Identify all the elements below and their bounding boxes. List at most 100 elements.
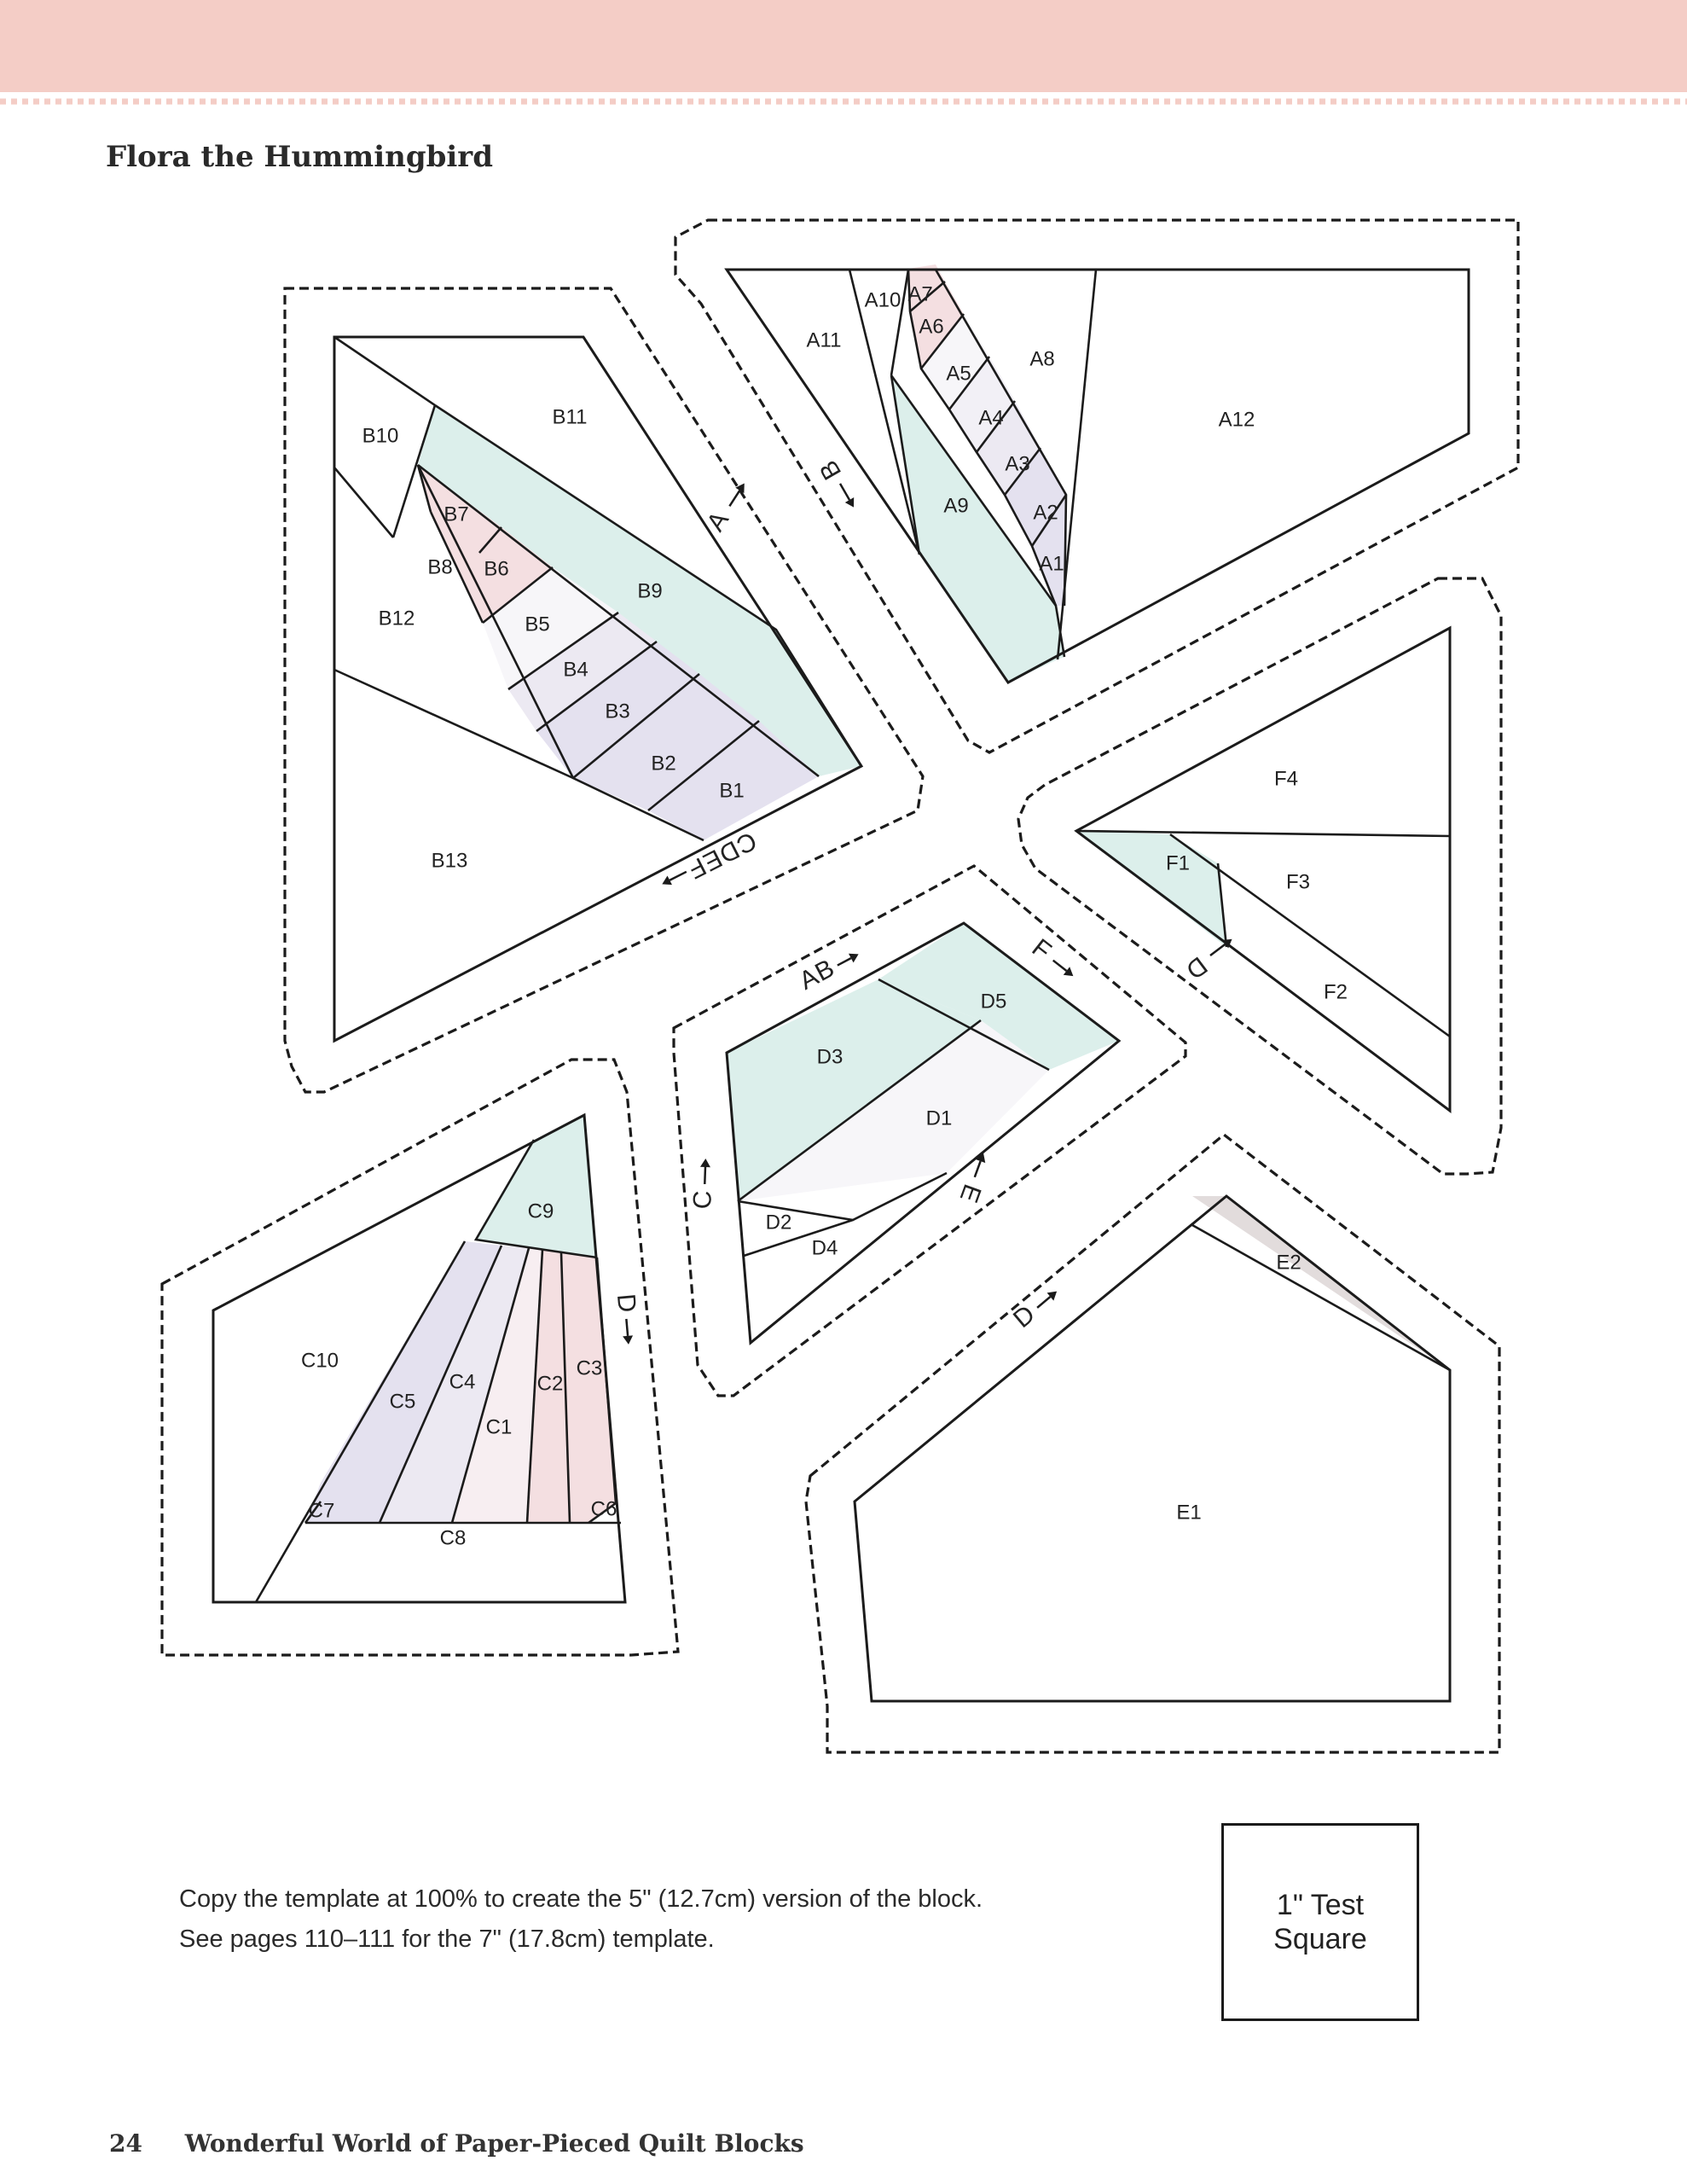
note-line-1: Copy the template at 100% to create the …: [179, 1885, 983, 1913]
piece-a1-fill: [1032, 495, 1066, 606]
piece-b3-fill: [536, 642, 699, 778]
section-c-cut-line: [160, 1058, 680, 1657]
join-d-marker-f: D: [1180, 938, 1232, 985]
label-b10: B10: [362, 424, 399, 447]
section-d: D5 D3 D1 D2 D4 AB F C E: [688, 921, 1122, 1345]
label-b5: B5: [525, 613, 549, 636]
page-number: 24: [109, 2129, 142, 2158]
label-f1: F1: [1166, 851, 1190, 874]
piece-b5-fill: [483, 567, 618, 689]
join-c-marker: C: [688, 1159, 717, 1210]
piece-b4-fill: [508, 613, 657, 731]
section-e: E2 E1 D: [853, 1194, 1452, 1703]
label-c4: C4: [449, 1370, 476, 1393]
label-a7: A7: [907, 282, 932, 305]
label-e1: E1: [1176, 1501, 1201, 1524]
label-b11: B11: [553, 405, 588, 428]
instruction-note: Copy the template at 100% to create the …: [179, 1879, 1160, 1960]
label-c3: C3: [577, 1356, 603, 1380]
piece-c2-fill: [527, 1250, 570, 1523]
join-d-marker-c: D: [612, 1292, 641, 1345]
label-a8: A8: [1029, 347, 1054, 370]
section-d-cut-line: [672, 864, 1187, 1397]
label-c9: C9: [528, 1199, 554, 1223]
section-b-cut-line: [283, 287, 925, 1094]
label-b6: B6: [484, 557, 508, 580]
piece-b6-fill: [431, 512, 553, 623]
join-ab-marker: AB: [795, 953, 859, 996]
svg-text:D: D: [612, 1292, 641, 1314]
book-title: Wonderful World of Paper-Pieced Quilt Bl…: [184, 2129, 804, 2158]
label-a9: A9: [943, 494, 968, 517]
piece-a9-fill: [891, 375, 1064, 682]
section-d-outline: [725, 921, 1122, 1345]
section-f-outline: [1074, 625, 1452, 1113]
label-d1: D1: [926, 1107, 953, 1130]
label-a10: A10: [865, 288, 901, 311]
join-a-marker: A: [701, 483, 745, 537]
piece-a7-fill: [908, 264, 945, 311]
label-c5: C5: [390, 1390, 416, 1413]
label-b1: B1: [719, 779, 744, 802]
label-b9: B9: [637, 579, 662, 602]
label-b2: B2: [651, 752, 675, 775]
page-footer: 24 Wonderful World of Paper-Pieced Quilt…: [109, 2129, 804, 2158]
section-c: C9 C10 C3 C4 C2 C5 C1 C7 C6 C8 D: [212, 1112, 641, 1604]
section-a-outline: [724, 268, 1470, 684]
label-d2: D2: [766, 1211, 792, 1234]
piece-a5-fill: [921, 314, 989, 410]
section-a-cut-line: [674, 218, 1520, 754]
page-title: Flora the Hummingbird: [106, 140, 493, 174]
label-c1: C1: [486, 1415, 513, 1438]
piece-b2-fill: [573, 674, 759, 810]
label-c8: C8: [440, 1526, 467, 1549]
piece-c3-fill: [561, 1252, 616, 1523]
label-a2: A2: [1033, 501, 1058, 524]
label-b4: B4: [563, 658, 588, 681]
label-a3: A3: [1005, 452, 1029, 475]
label-a6: A6: [919, 315, 943, 338]
svg-text:AB: AB: [795, 954, 840, 996]
label-b13: B13: [432, 849, 468, 872]
piece-b9-fill: [418, 405, 861, 776]
section-a: A11 A10 A7 A6 A5 A8 A4 A12 A3 A9 A2 A1 B: [724, 264, 1470, 684]
section-b: B10 B11 B7 B8 B6 B9 B12 B5 B4 B3 B2 B1 B…: [333, 335, 864, 1043]
section-e-cut-line: [804, 1132, 1501, 1754]
label-f2: F2: [1324, 980, 1348, 1003]
svg-text:E: E: [954, 1181, 986, 1207]
join-b-marker: B: [814, 455, 855, 508]
label-a4: A4: [978, 406, 1003, 429]
piece-c1-fill: [452, 1248, 542, 1523]
label-b7: B7: [443, 502, 468, 526]
label-f4: F4: [1274, 767, 1298, 790]
svg-text:B: B: [814, 455, 847, 485]
label-a1: A1: [1039, 552, 1064, 575]
test-square-line-1: 1" Test: [1276, 1889, 1365, 1921]
svg-text:A: A: [701, 506, 734, 537]
svg-text:C: C: [688, 1189, 717, 1210]
piece-a4-fill: [949, 357, 1015, 452]
section-f: F4 F1 F3 F2 D: [1074, 625, 1452, 1113]
label-b3: B3: [605, 700, 629, 723]
label-d5: D5: [981, 990, 1007, 1013]
piece-a6-fill: [910, 282, 964, 369]
label-c10: C10: [301, 1349, 339, 1372]
test-square: 1" Test Square: [1221, 1823, 1419, 2021]
piece-c9-fill: [476, 1115, 597, 1258]
svg-text:D: D: [1008, 1299, 1041, 1333]
section-e-outline: [853, 1194, 1452, 1703]
piece-b1-fill: [648, 721, 819, 840]
piece-d3-fill: [727, 979, 981, 1201]
dotted-divider: [0, 98, 1687, 105]
label-b12: B12: [379, 607, 415, 630]
label-f3: F3: [1286, 870, 1310, 893]
label-d3: D3: [817, 1045, 844, 1068]
top-decorative-band: [0, 0, 1687, 92]
piece-c5-fill: [305, 1241, 501, 1523]
piece-e2-fill: [1192, 1196, 1450, 1370]
label-d4: D4: [812, 1236, 838, 1259]
label-c2: C2: [537, 1372, 564, 1395]
label-c7: C7: [309, 1499, 335, 1522]
piece-d1-fill: [738, 1020, 1049, 1201]
section-c-outline: [212, 1112, 627, 1604]
